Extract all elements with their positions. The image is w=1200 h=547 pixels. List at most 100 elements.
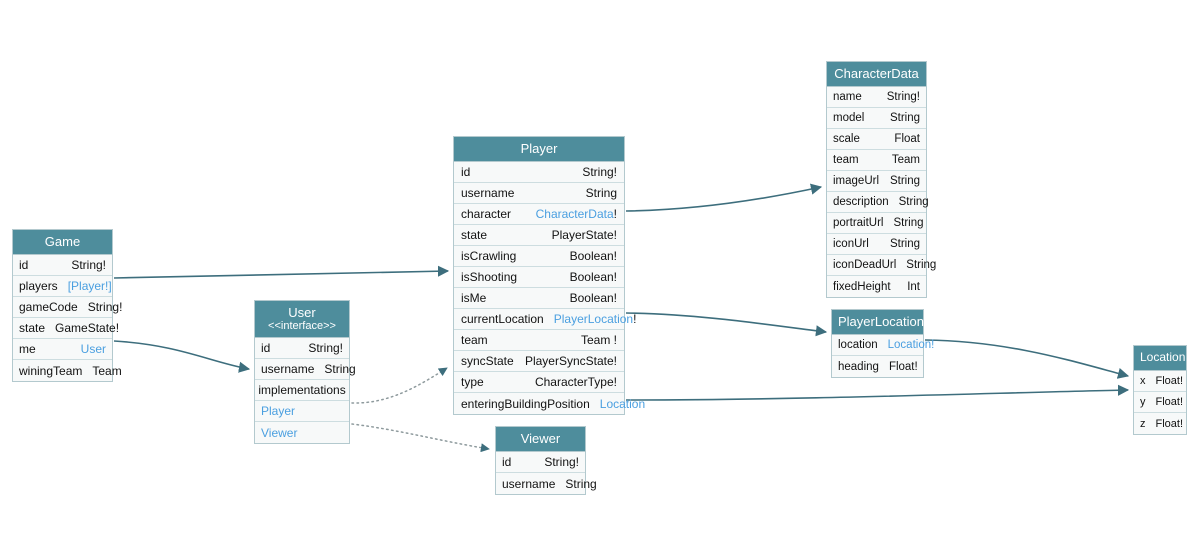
field-row[interactable]: team Team: [827, 150, 926, 171]
entity-user-title: User <<interface>>: [255, 301, 349, 338]
field-name: character: [461, 207, 512, 221]
field-row[interactable]: username String: [255, 359, 356, 380]
field-type: PlayerSyncState!: [524, 354, 617, 368]
field-name: imageUrl: [833, 175, 880, 187]
field-row[interactable]: state GameState!: [13, 318, 119, 339]
field-row[interactable]: id String!: [454, 162, 624, 183]
field-row[interactable]: portraitUrl String: [827, 213, 926, 234]
field-row[interactable]: gameCode String!: [13, 297, 122, 318]
field-row[interactable]: heading Float!: [832, 356, 923, 377]
field-name: iconUrl: [833, 238, 869, 250]
field-type: Int: [907, 280, 920, 293]
field-row[interactable]: iconDeadUrl String: [827, 255, 936, 276]
entity-playerlocation[interactable]: PlayerLocation location Location! headin…: [831, 309, 934, 378]
field-row[interactable]: enteringBuildingPosition Location: [454, 393, 645, 414]
implementation-name[interactable]: Player: [261, 404, 296, 418]
field-type: Team: [891, 154, 920, 166]
field-row[interactable]: username String: [454, 183, 624, 204]
field-name: state: [461, 228, 488, 242]
field-name: syncState: [461, 354, 514, 368]
field-row[interactable]: character CharacterData!: [454, 204, 624, 225]
field-row[interactable]: state PlayerState!: [454, 225, 624, 246]
field-type: Team !: [580, 333, 617, 347]
field-row[interactable]: model String: [827, 108, 926, 129]
field-row[interactable]: currentLocation PlayerLocation!: [454, 309, 636, 330]
edge-user-player-implements: [351, 367, 448, 404]
edge-game-players-to-player: [113, 265, 450, 279]
field-type[interactable]: Location!: [887, 339, 935, 351]
entity-game[interactable]: Game id String! players [Player!] gameCo…: [12, 229, 122, 382]
field-name: players: [19, 279, 58, 293]
field-type: Team: [92, 363, 122, 378]
field-row[interactable]: fixedHeight Int: [827, 276, 926, 297]
field-row[interactable]: name String!: [827, 87, 926, 108]
field-nonnull-marker: !: [633, 312, 637, 326]
field-type: String!: [71, 258, 106, 272]
field-row[interactable]: y Float!: [1134, 392, 1186, 413]
field-name: currentLocation: [461, 312, 544, 326]
field-row[interactable]: isMe Boolean!: [454, 288, 624, 309]
field-row[interactable]: players [Player!]: [13, 276, 112, 297]
field-type: Boolean!: [569, 249, 617, 263]
implementation-row-player[interactable]: Player: [255, 401, 349, 422]
field-row[interactable]: winingTeam Team: [13, 360, 122, 381]
field-type: Float!: [1155, 417, 1184, 430]
field-name: fixedHeight: [833, 280, 891, 293]
field-type: String: [898, 196, 929, 208]
field-name: y: [1140, 396, 1146, 408]
entity-characterdata-title: CharacterData: [827, 62, 926, 87]
edge-player-currentlocation-to-playerlocation: [625, 312, 828, 337]
field-type[interactable]: User: [80, 342, 106, 356]
field-row[interactable]: scale Float: [827, 129, 926, 150]
implementation-row-viewer[interactable]: Viewer: [255, 422, 349, 443]
field-row[interactable]: iconUrl String: [827, 234, 926, 255]
field-name: state: [19, 321, 46, 335]
field-type[interactable]: CharacterData!: [536, 207, 617, 221]
edge-user-viewer-implements: [351, 423, 490, 453]
field-name: team: [461, 333, 488, 347]
field-row[interactable]: isShooting Boolean!: [454, 267, 624, 288]
field-name: iconDeadUrl: [833, 259, 897, 271]
field-row[interactable]: id String!: [496, 452, 585, 473]
implementation-name[interactable]: Viewer: [261, 425, 298, 440]
field-name: model: [833, 112, 865, 124]
field-row[interactable]: id String!: [255, 338, 349, 359]
field-row[interactable]: id String!: [13, 255, 112, 276]
field-row[interactable]: isCrawling Boolean!: [454, 246, 624, 267]
field-type: GameState!: [55, 321, 120, 335]
field-name: enteringBuildingPosition: [461, 396, 590, 411]
field-type[interactable]: PlayerLocation!: [554, 312, 637, 326]
field-name: scale: [833, 133, 860, 145]
field-row[interactable]: description String: [827, 192, 929, 213]
field-type[interactable]: [Player!]: [67, 279, 112, 293]
field-type: PlayerState!: [551, 228, 617, 242]
field-name: heading: [838, 360, 879, 373]
entity-viewer-title: Viewer: [496, 427, 585, 452]
field-name: location: [838, 339, 878, 351]
field-type: String!: [544, 455, 579, 469]
field-row[interactable]: x Float!: [1134, 371, 1186, 392]
field-row[interactable]: me User: [13, 339, 112, 360]
field-row[interactable]: imageUrl String: [827, 171, 926, 192]
field-name: username: [261, 362, 315, 376]
entity-characterdata[interactable]: CharacterData name String! model String …: [826, 61, 936, 298]
entity-viewer[interactable]: Viewer id String! username String: [495, 426, 597, 495]
entity-playerlocation-title: PlayerLocation: [832, 310, 924, 335]
field-name: team: [833, 154, 859, 166]
field-type[interactable]: Location: [599, 396, 646, 411]
entity-player[interactable]: Player id String! username String charac…: [453, 136, 645, 415]
field-name: id: [261, 341, 271, 355]
field-row[interactable]: type CharacterType!: [454, 372, 624, 393]
field-row[interactable]: username String: [496, 473, 597, 494]
field-name: id: [502, 455, 512, 469]
field-row[interactable]: team Team !: [454, 330, 624, 351]
implementations-label: implementations: [258, 383, 346, 397]
field-row[interactable]: location Location!: [832, 335, 934, 356]
field-type: String!: [308, 341, 343, 355]
field-row[interactable]: z Float!: [1134, 413, 1186, 434]
field-name: gameCode: [19, 300, 78, 314]
field-row[interactable]: syncState PlayerSyncState!: [454, 351, 624, 372]
implementations-label-row: implementations: [255, 380, 349, 401]
entity-user[interactable]: User <<interface>> id String! username S…: [254, 300, 356, 444]
entity-location[interactable]: Location x Float! y Float! z Float!: [1133, 345, 1187, 435]
